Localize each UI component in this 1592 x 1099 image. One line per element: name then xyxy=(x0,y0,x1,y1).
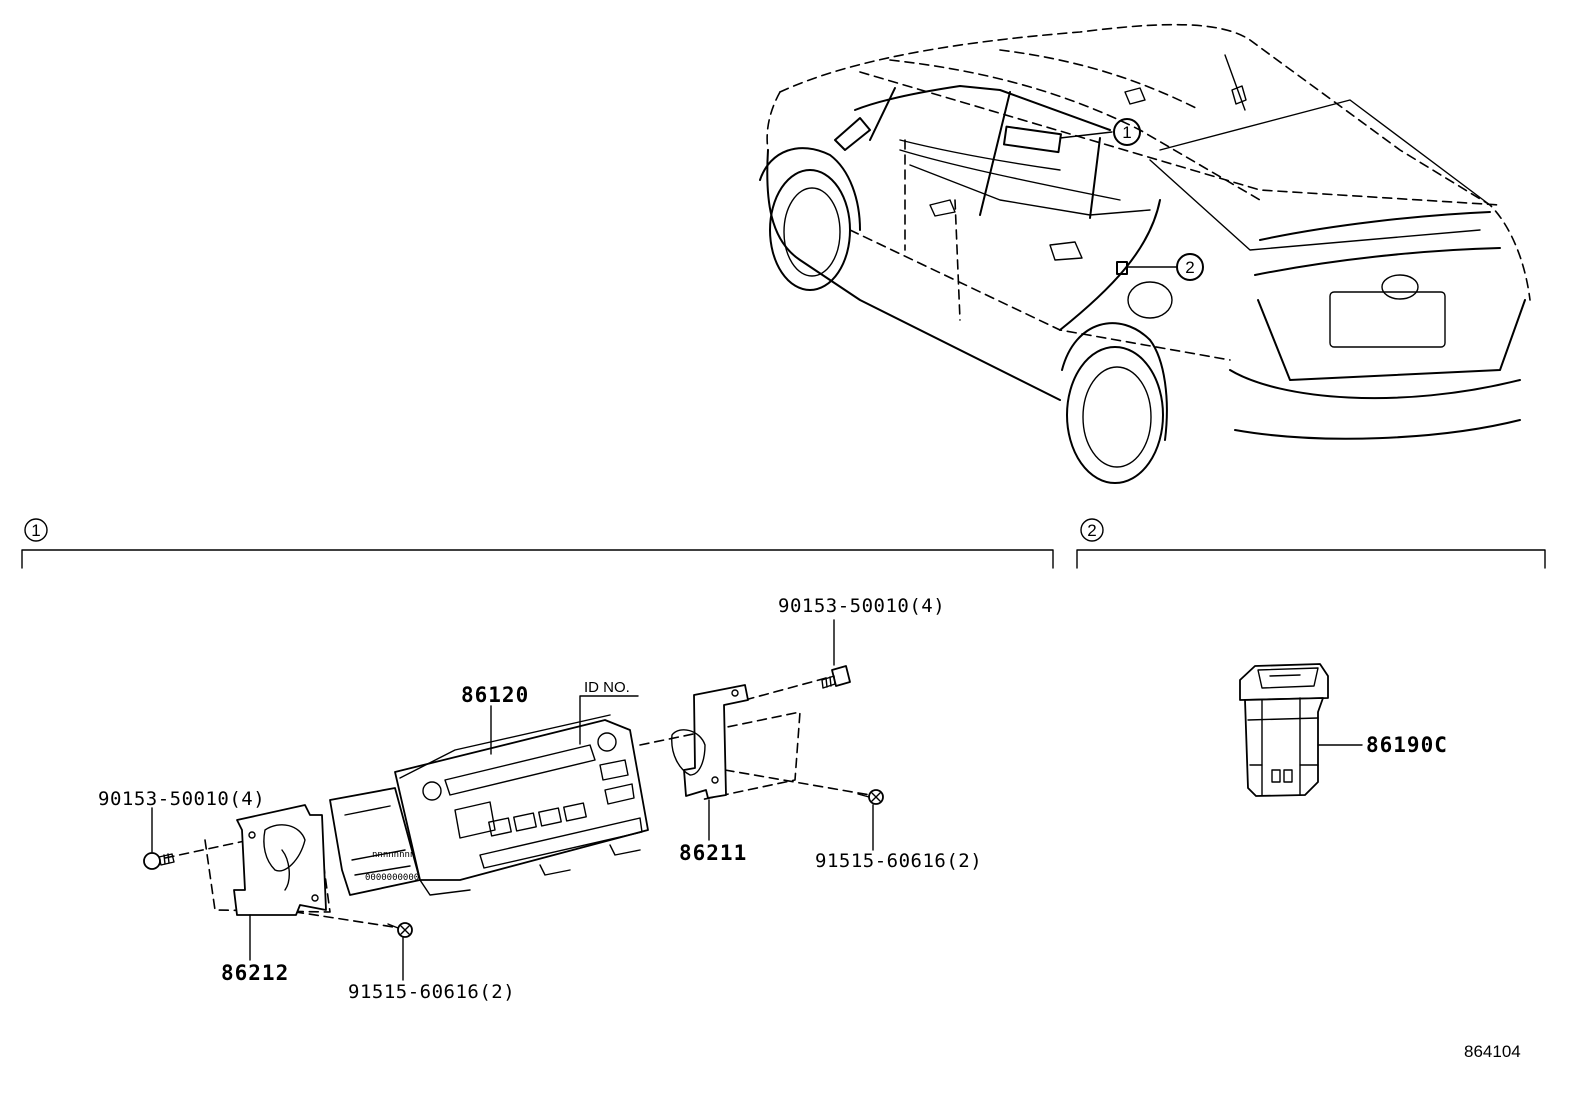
callout-circle-2 xyxy=(1176,253,1204,281)
label-screw-bottom: 91515-60616(2) xyxy=(348,981,515,1003)
section-1-label: 1 xyxy=(31,521,40,540)
callout-label-2: 2 xyxy=(1185,258,1194,277)
screw-91515-bottom xyxy=(387,922,413,938)
section-1-circle xyxy=(24,518,48,542)
bracket-86212 xyxy=(233,804,327,916)
callout-label-1: 1 xyxy=(1122,123,1131,142)
svg-text:nnnnnnnn: nnnnnnnn xyxy=(372,850,415,860)
label-screw-right: 91515-60616(2) xyxy=(815,850,982,872)
label-bolt-top-right: 90153-50010(4) xyxy=(778,595,945,617)
bracket-86211 xyxy=(683,684,749,799)
car-illustration: 1 2 xyxy=(759,23,1531,484)
screw-91515-right xyxy=(857,789,884,805)
label-86212: 86212 xyxy=(221,961,289,985)
section-1-header: 1 xyxy=(21,518,1054,569)
bolt-90153-left xyxy=(143,852,175,870)
bolt-90153-top xyxy=(821,665,851,689)
section-2-header: 2 xyxy=(1076,518,1546,569)
label-86190C: 86190C xyxy=(1366,733,1448,757)
figure-reference: 864104 xyxy=(1464,1042,1521,1061)
section-2-label: 2 xyxy=(1087,521,1096,540)
label-bolt-left: 90153-50010(4) xyxy=(98,788,265,810)
section-2-bracket xyxy=(1076,549,1546,569)
label-id-no: ID NO. xyxy=(584,679,630,696)
label-86120: 86120 xyxy=(461,683,529,707)
section-2-circle xyxy=(1080,518,1104,542)
label-86211: 86211 xyxy=(679,841,747,865)
svg-text:0000000000: 0000000000 xyxy=(365,873,419,883)
switch-86190C xyxy=(1239,663,1363,797)
radio-assembly: nnnnnnnn 0000000000 xyxy=(143,619,884,981)
section-1-bracket xyxy=(21,549,1054,569)
callout-circle-1 xyxy=(1113,118,1141,146)
